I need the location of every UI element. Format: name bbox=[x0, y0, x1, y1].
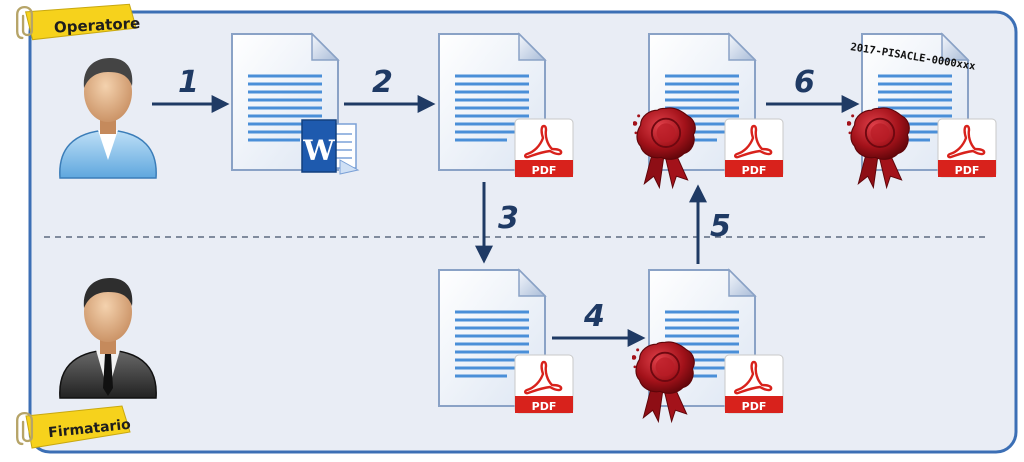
step-number-4: 4 bbox=[583, 299, 605, 334]
signer-person-icon bbox=[59, 278, 157, 399]
pdf-badge-label: PDF bbox=[742, 400, 767, 413]
step-number-1: 1 bbox=[178, 65, 199, 100]
pdf-badge: PDF bbox=[724, 118, 784, 178]
step-number-2: 2 bbox=[372, 65, 393, 100]
operator-person-icon bbox=[59, 58, 157, 179]
step-number-6: 6 bbox=[794, 65, 815, 100]
word-badge-label: W bbox=[302, 134, 335, 167]
operatore-label: Operatore bbox=[54, 14, 141, 36]
operatore-tag: Operatore bbox=[15, 3, 141, 41]
word-badge: W bbox=[301, 119, 359, 175]
pdf-badge: PDF bbox=[724, 354, 784, 414]
step-number-5: 5 bbox=[710, 209, 731, 244]
pdf-badge-label: PDF bbox=[742, 164, 767, 177]
pdf-badge-label: PDF bbox=[955, 164, 980, 177]
pdf-badge: PDF bbox=[937, 118, 997, 178]
pdf-badge-label: PDF bbox=[532, 164, 557, 177]
pdf-badge-label: PDF bbox=[532, 400, 557, 413]
pdf-badge: PDF bbox=[514, 118, 574, 178]
step-number-3: 3 bbox=[498, 201, 519, 236]
pdf-badge: PDF bbox=[514, 354, 574, 414]
